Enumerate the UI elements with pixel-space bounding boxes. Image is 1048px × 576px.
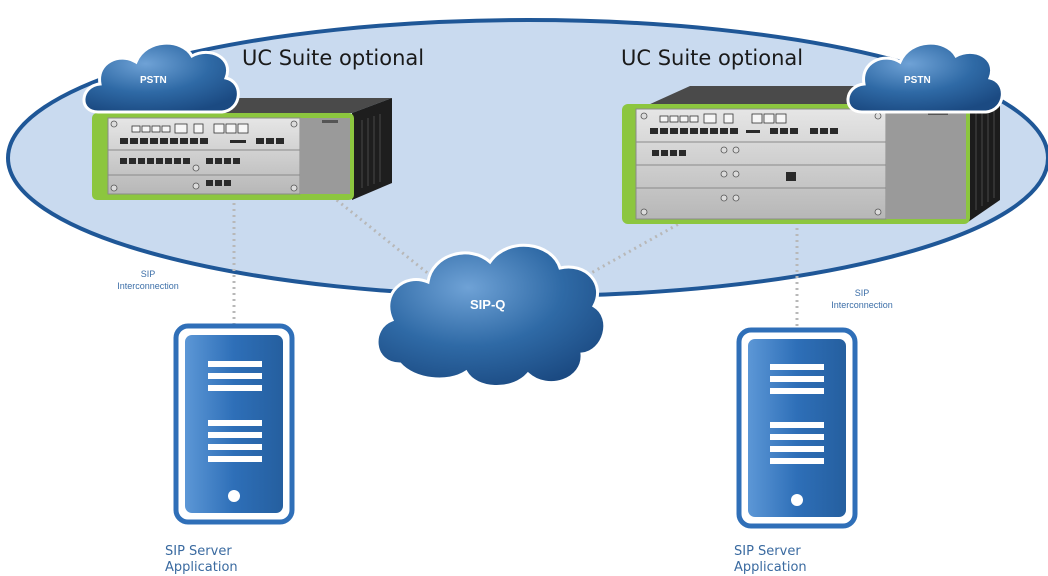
- server-right-icon: [736, 327, 858, 529]
- sip-interconnection-right-line1: SIP: [854, 288, 870, 298]
- sip-interconnection-right-line2: Interconnection: [831, 300, 893, 310]
- sip-server-left-line1: SIP Server: [165, 544, 232, 559]
- right-communication-system: [622, 86, 1000, 224]
- sipq-cloud-shape: [375, 243, 607, 388]
- sip-server-right-line2: Application: [734, 560, 807, 575]
- sip-server-right-line1: SIP Server: [734, 544, 801, 559]
- sip-interconnection-left-line1: SIP: [140, 269, 156, 279]
- sip-interconnection-left-line2: Interconnection: [117, 281, 179, 291]
- left-communication-system: [92, 98, 392, 200]
- pstn-right-label: PSTN: [904, 75, 931, 86]
- sip-interconnection-left-label: SIP Interconnection: [108, 268, 188, 292]
- sip-server-left-caption: SIP Server Application: [165, 544, 238, 576]
- connector-lines: [232, 183, 799, 330]
- sip-interconnection-right-label: SIP Interconnection: [822, 287, 902, 311]
- connector-right-device-to-sipq: [574, 196, 726, 284]
- pstn-left-label: PSTN: [140, 75, 167, 86]
- uc-suite-left-label: UC Suite optional: [242, 46, 425, 70]
- sipq-label: SIP-Q: [470, 297, 506, 312]
- sip-server-right-caption: SIP Server Application: [734, 544, 807, 576]
- sip-server-left-line2: Application: [165, 560, 238, 575]
- server-left-icon: [173, 323, 295, 525]
- pstn-cloud-left-shape: [82, 41, 240, 114]
- pstn-cloud-right-shape: [846, 41, 1004, 114]
- uc-suite-right-label: UC Suite optional: [621, 46, 804, 70]
